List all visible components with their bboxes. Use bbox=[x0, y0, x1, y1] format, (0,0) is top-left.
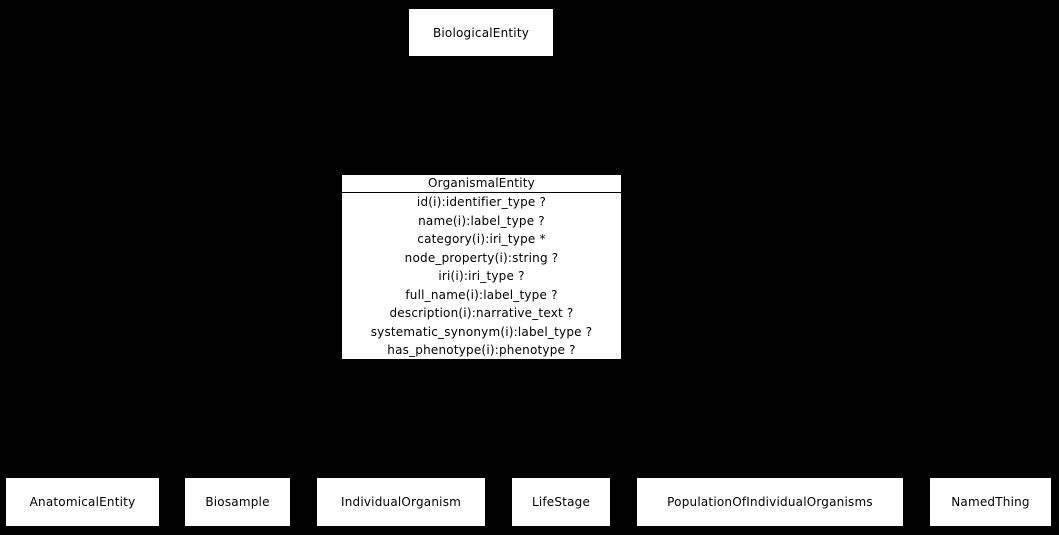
attribute-row: node_property(i):string ? bbox=[404, 250, 559, 265]
attribute-row: category(i):iri_type * bbox=[417, 232, 546, 246]
subclass-node-individual-organism[interactable]: IndividualOrganism bbox=[316, 477, 486, 527]
subclass-label: PopulationOfIndividualOrganisms bbox=[667, 495, 873, 509]
attribute-row: full_name(i):label_type ? bbox=[405, 287, 558, 302]
subclass-label: IndividualOrganism bbox=[340, 495, 462, 509]
subclass-node-biosample[interactable]: Biosample bbox=[184, 477, 291, 527]
attribute-row: id(i):identifier_type ? bbox=[416, 195, 547, 209]
subclass-node-anatomical-entity[interactable]: AnatomicalEntity bbox=[5, 477, 160, 527]
attribute-row: iri(i):iri_type ? bbox=[438, 269, 525, 283]
main-class-node-organismal-entity[interactable]: OrganismalEntity id(i):identifier_type ?… bbox=[341, 174, 622, 360]
subclass-node-named-thing[interactable]: NamedThing bbox=[929, 477, 1052, 527]
subclass-label: LifeStage bbox=[531, 495, 591, 509]
subclass-node-life-stage[interactable]: LifeStage bbox=[511, 477, 611, 527]
subclass-label: AnatomicalEntity bbox=[29, 495, 136, 509]
attribute-row: description(i):narrative_text ? bbox=[389, 306, 574, 320]
parent-class-node-biological-entity[interactable]: BiologicalEntity bbox=[408, 8, 554, 57]
subclass-label: NamedThing bbox=[951, 495, 1030, 509]
subclass-node-population-of-individual-organisms[interactable]: PopulationOfIndividualOrganisms bbox=[636, 477, 904, 527]
attribute-row: has_phenotype(i):phenotype ? bbox=[387, 343, 576, 357]
parent-class-label: BiologicalEntity bbox=[432, 25, 530, 40]
subclass-label: Biosample bbox=[205, 495, 270, 509]
attribute-row: name(i):label_type ? bbox=[418, 213, 545, 228]
attribute-row: systematic_synonym(i):label_type ? bbox=[370, 324, 593, 339]
main-class-title: OrganismalEntity bbox=[342, 175, 621, 193]
